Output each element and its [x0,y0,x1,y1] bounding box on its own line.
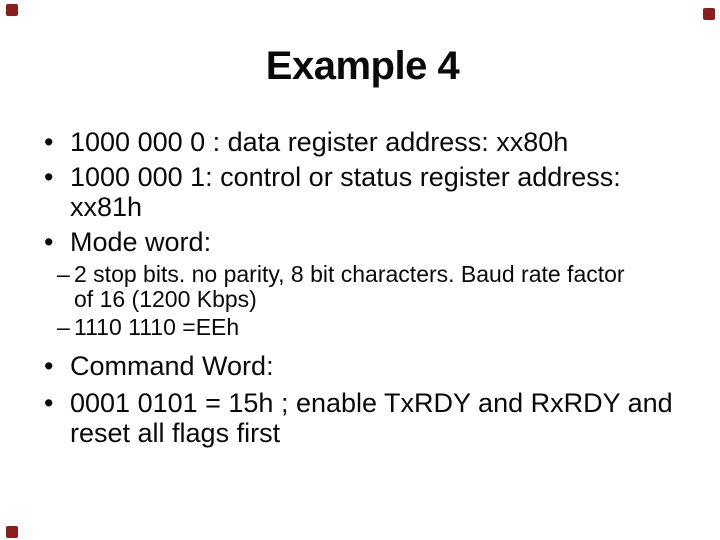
corner-marker-top-right [703,8,715,20]
bullet-dot-icon: • [44,227,54,257]
bullet-text: 2 stop bits. no parity, 8 bit characters… [74,262,625,312]
bullet-line: xx81h [70,192,143,222]
bullet-item: –2 stop bits. no parity, 8 bit character… [0,262,706,312]
bullet-line: 1110 1110 =EEh [74,314,240,340]
bullet-text: Command Word: [70,351,274,381]
bullet-line: 2 stop bits. no parity, 8 bit characters… [74,261,625,287]
bullet-item: • Command Word: [0,351,706,381]
bullet-line: Mode word: [70,227,212,257]
bullet-text: 1000 000 0 : data register address: xx80… [70,127,568,157]
bullet-item: • 1000 000 0 : data register address: xx8… [0,127,706,157]
bullet-text: 0001 0101 = 15h ; enable TxRDY and RxRDY… [70,388,673,448]
bullet-item: • Mode word: [0,227,706,257]
bullet-line: 1000 000 0 : data register address: xx80… [70,127,569,157]
bullet-item: • 1000 000 1: control or status register … [0,162,706,222]
bullet-dot-icon: • [44,351,54,381]
bullet-dot-icon: • [44,127,54,157]
bullet-item: • 0001 0101 = 15h ; enable TxRDY and RxRD… [0,388,706,448]
bullet-item: –1110 1110 =EEh [0,315,706,340]
bullet-dot-icon: • [44,388,54,418]
bullet-line: of 16 (1200 Kbps) [74,286,257,312]
corner-marker-top-left [6,4,18,16]
bullet-line: Command Word: [70,351,274,381]
bullet-text: Mode word: [70,227,211,257]
bullet-list: • 1000 000 0 : data register address: xx8… [0,127,706,448]
bullet-line: 1000 000 1: control or status register a… [70,162,621,192]
corner-marker-bottom-left [6,526,18,538]
bullet-line: 0001 0101 = 15h ; enable TxRDY and RxRDY… [70,388,673,418]
bullet-text: 1000 000 1: control or status register a… [70,162,621,222]
slide-title: Example 4 [265,44,460,88]
bullet-text: 1110 1110 =EEh [74,315,239,340]
bullet-dot-icon: • [44,162,54,192]
bullet-line: reset all flags first [70,418,281,448]
dash-icon: – [57,261,70,287]
dash-icon: – [57,314,70,340]
